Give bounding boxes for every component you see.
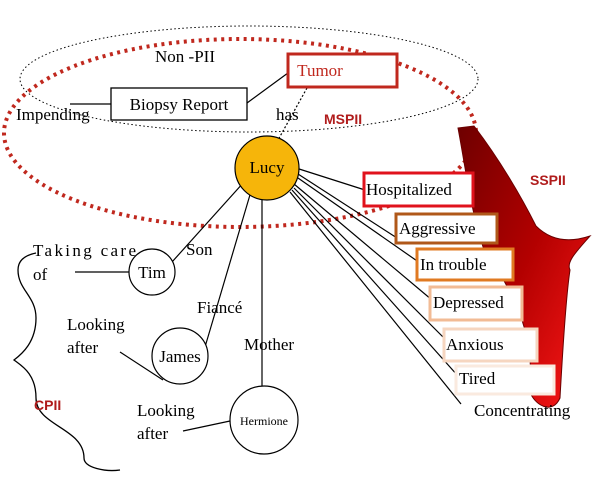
lucy-tim-edge <box>171 181 245 263</box>
fiance-label: Fiancé <box>197 298 242 317</box>
state-label: Depressed <box>433 293 504 312</box>
state-node-anxious: Anxious <box>442 327 539 363</box>
cpii-label: CPII <box>34 397 61 413</box>
state-label: Hospitalized <box>366 180 452 199</box>
cpii-brace <box>12 252 121 472</box>
state-label: Tired <box>459 369 496 388</box>
lucy-james-edge <box>204 187 253 348</box>
sspii-label: SSPII <box>530 172 566 188</box>
james-pointer <box>119 351 164 381</box>
state-label: Aggressive <box>399 219 475 238</box>
tumor-label: Tumor <box>297 61 343 80</box>
state-node-tired: Tired <box>454 364 556 396</box>
taking-care-label-2: of <box>33 265 48 284</box>
state-node-depressed: Depressed <box>428 285 524 322</box>
biopsy-report-label: Biopsy Report <box>130 95 229 114</box>
lucy-label: Lucy <box>250 158 285 177</box>
hermione-label: Hermione <box>240 414 288 428</box>
mother-label: Mother <box>244 335 294 354</box>
looking-after-2-label-1: Looking <box>137 401 195 420</box>
lucy-node <box>234 135 300 201</box>
looking-after-2-label-2: after <box>137 424 168 443</box>
tim-node <box>128 248 176 296</box>
state-label: Concentrating <box>474 401 571 420</box>
hermione-node <box>229 385 299 455</box>
state-node-concentrating: Concentrating <box>474 401 571 420</box>
james-node <box>151 327 209 385</box>
hermione-pointer <box>182 420 231 432</box>
state-node-aggressive: Aggressive <box>394 212 499 245</box>
mspii-label: MSPII <box>324 111 362 127</box>
looking-after-1-label-2: after <box>67 338 98 357</box>
biopsy-tumor-edge <box>246 69 293 104</box>
tim-label: Tim <box>138 263 166 282</box>
state-label: In trouble <box>420 255 487 274</box>
state-node-in-trouble: In trouble <box>415 247 515 282</box>
state-edges <box>289 167 462 405</box>
has-label: has <box>276 105 299 124</box>
state-label: Anxious <box>446 335 504 354</box>
state-node-hospitalized: Hospitalized <box>362 171 475 208</box>
non-pii-ellipse <box>19 25 479 133</box>
looking-after-1-label-1: Looking <box>67 315 125 334</box>
james-label: James <box>159 347 201 366</box>
taking-care-label-1: Taking care <box>33 241 136 260</box>
impending-label: Impending <box>16 105 90 124</box>
has-edge <box>277 87 308 141</box>
biopsy-report-box <box>110 87 248 121</box>
son-label: Son <box>186 240 213 259</box>
tumor-box <box>286 52 399 89</box>
non-pii-label: Non -PII <box>155 47 215 66</box>
